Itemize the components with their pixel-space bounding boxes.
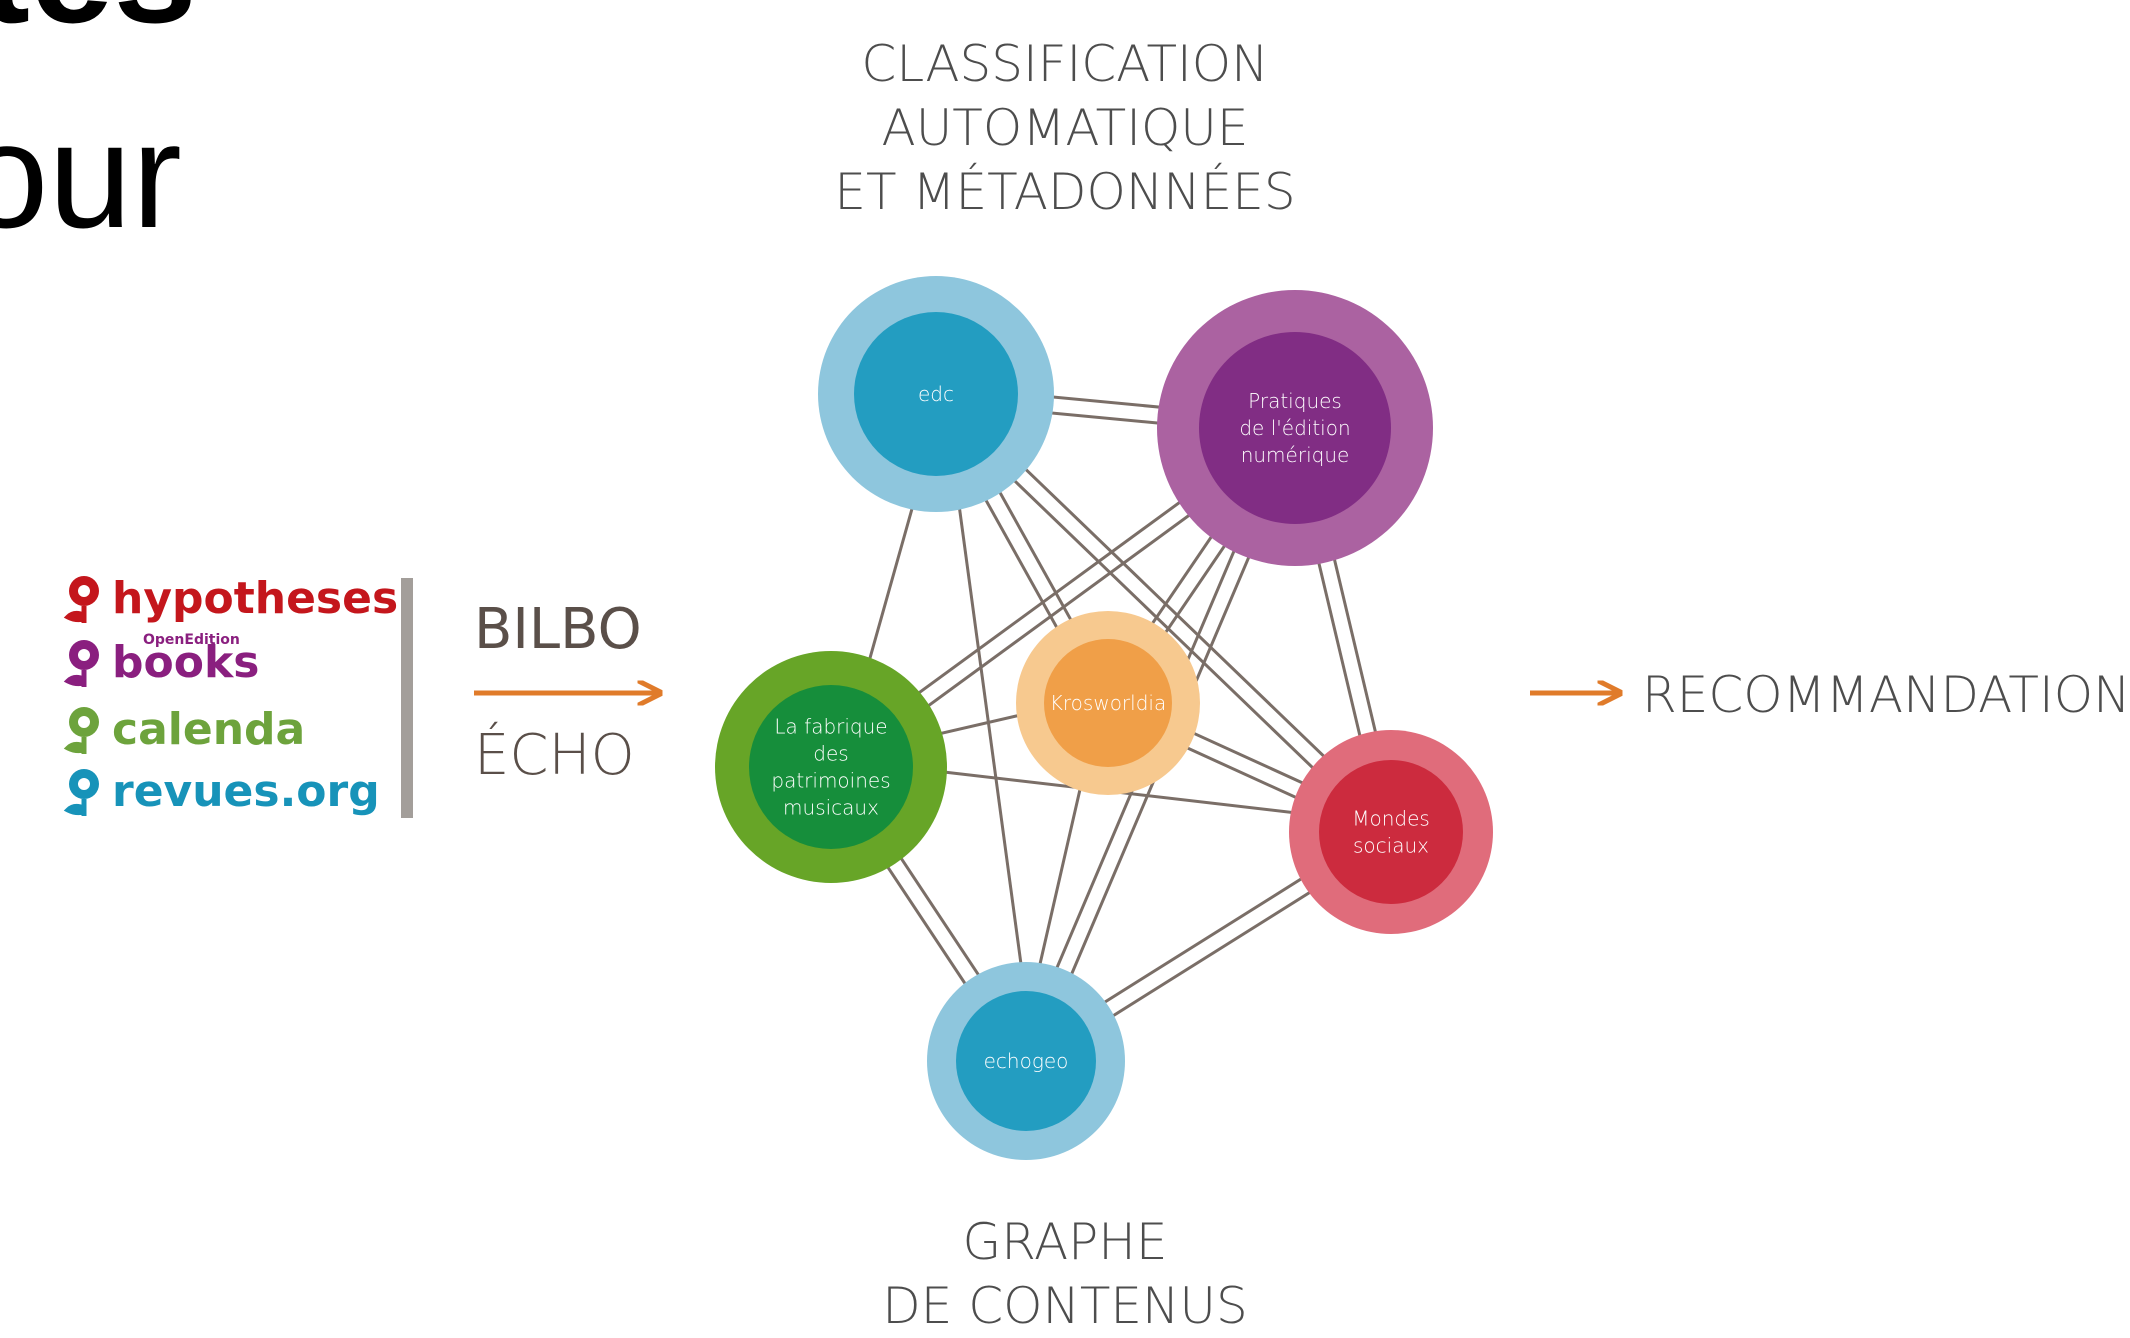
openedition-flower-icon <box>63 576 99 623</box>
revues-logo: revues.org <box>62 766 380 818</box>
graph-edge-edc-to-mondes <box>982 449 1337 790</box>
slide-title-fragment: our <box>0 91 182 259</box>
recommendation-label: RECOMMANDATION <box>1642 666 2130 724</box>
node-label: patrimoines <box>771 769 890 793</box>
openedition-flower-icon <box>63 769 99 816</box>
node-label: Mondes <box>1352 807 1430 831</box>
source-name: books <box>112 637 260 688</box>
node-label: Krosworldia <box>1050 691 1166 715</box>
graph-node-krosworldia: Krosworldia <box>1016 611 1200 795</box>
graph-edge-mondes-to-echogeo <box>1078 858 1333 1019</box>
graph-edge-mondes-to-edc <box>998 442 1351 783</box>
bilbo-label: BILBO <box>474 597 642 662</box>
classification-heading: CLASSIFICATION AUTOMATIQUE ET MÉTADONNÉE… <box>790 32 1340 224</box>
graph-node-edc: edc <box>818 276 1054 512</box>
graph-edge-pratiques-to-fabrique <box>889 471 1222 715</box>
node-label: echogeo <box>984 1049 1069 1073</box>
source-name: revues.org <box>112 766 380 817</box>
source-name: calenda <box>112 704 306 755</box>
node-inner-circle <box>749 685 913 849</box>
node-label: sociaux <box>1353 834 1429 858</box>
heading-line: AUTOMATIQUE <box>881 99 1249 157</box>
calenda-logo: calenda <box>62 704 305 756</box>
node-label: numérique <box>1241 443 1350 467</box>
graph-edge-echogeo-to-edc <box>954 470 1027 998</box>
node-label: La fabrique <box>774 715 887 739</box>
node-inner-circle <box>1199 332 1391 524</box>
books-logo: books <box>62 637 259 689</box>
node-label: des <box>813 742 848 766</box>
node-inner-circle <box>1044 639 1172 767</box>
graph-node-fabrique: La fabrique des patrimoines musicaux <box>715 651 947 883</box>
graph-node-pratiques: Pratiques de l'édition numérique <box>1157 290 1433 566</box>
heading-line: ET MÉTADONNÉES <box>834 163 1296 221</box>
graph-edge-fabrique-to-pratiques <box>894 488 1226 732</box>
openedition-flower-icon <box>63 707 99 754</box>
openedition-flower-icon <box>63 640 99 687</box>
graph-node-echogeo: echogeo <box>927 962 1125 1160</box>
books-kicker: OpenEdition <box>143 632 240 648</box>
node-label: Pratiques <box>1248 389 1342 413</box>
node-inner-circle <box>1319 760 1463 904</box>
vertical-separator <box>401 578 413 818</box>
heading-line: CLASSIFICATION <box>861 35 1269 93</box>
node-inner-circle <box>956 991 1096 1131</box>
node-label: de l'édition <box>1239 416 1350 440</box>
graph-edge-krosworldia-to-echogeo <box>1033 757 1089 994</box>
node-label: musicaux <box>783 796 879 820</box>
hypotheses-logo: hypotheses <box>62 573 398 625</box>
heading-line: GRAPHE <box>962 1213 1168 1271</box>
nodes-layer: edc Pratiques de l'édition numérique La fabr… <box>715 276 1493 1160</box>
slide-title-fragment: tés <box>0 0 197 45</box>
source-name: hypotheses <box>112 573 399 624</box>
echo-label: ÉCHO <box>474 723 635 788</box>
node-label: edc <box>918 382 954 406</box>
node-inner-circle <box>854 312 1018 476</box>
graph-node-mondes: Mondes sociaux <box>1289 730 1493 934</box>
graph-edge-echogeo-to-mondes <box>1082 875 1338 1036</box>
